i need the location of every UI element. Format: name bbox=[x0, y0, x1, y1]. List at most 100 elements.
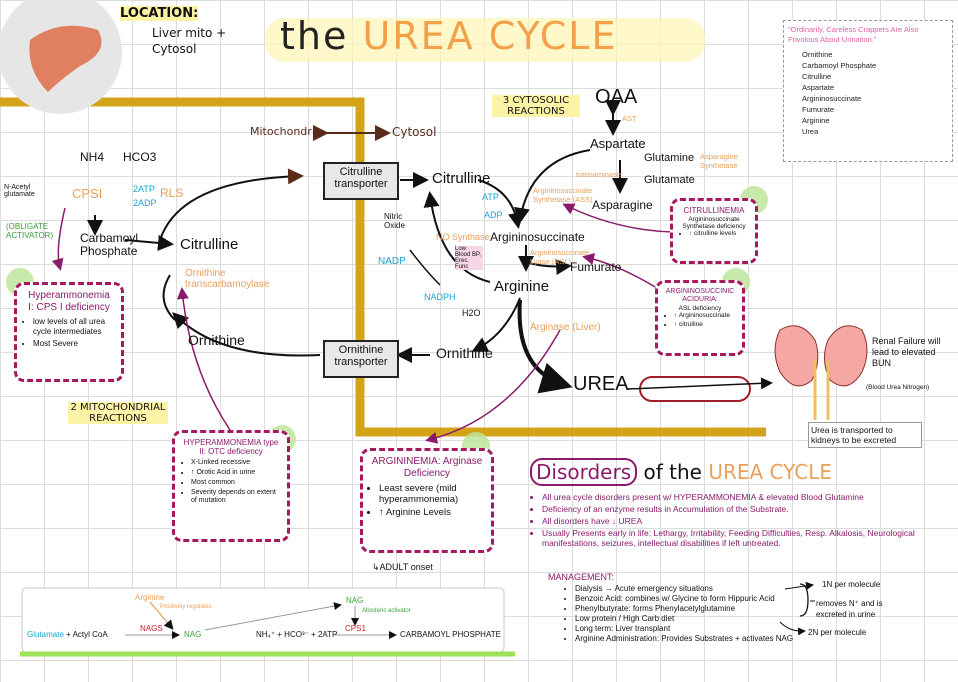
bottom-nag-top: NAG bbox=[346, 596, 364, 605]
mnemonic-item: Carbamoyl Phosphate bbox=[802, 61, 877, 70]
kidney-right bbox=[824, 325, 868, 387]
nh4-label: NH4 bbox=[80, 150, 105, 164]
title-prefix: the bbox=[280, 14, 349, 58]
list-item: All disorders have ↓ UREA bbox=[542, 516, 958, 526]
otc-deficiency-title: HYPERAMMONEMIA type II: OTC deficiency bbox=[183, 438, 279, 456]
nadph-label: NADPH bbox=[424, 292, 456, 302]
bottom-glutamate-group: Glutamate + Actyl CoA bbox=[27, 630, 108, 639]
urea: UREA bbox=[573, 373, 629, 395]
no-synthase: NO Synthase bbox=[436, 232, 490, 242]
bottom-pos-reg: Positively regulates bbox=[160, 604, 212, 610]
nos-note: Low Blood BP, Erec. Func bbox=[455, 246, 483, 270]
mnemonic-item: Aspartate bbox=[802, 83, 835, 92]
bottom-cps1: CPS1 bbox=[345, 624, 366, 633]
list-item: Severity depends on extent of mutation bbox=[191, 489, 280, 505]
list-item: Least severe (mild hyperammonemia) bbox=[379, 483, 484, 505]
urea-vessel bbox=[639, 376, 751, 402]
atp2-label: 2ATP bbox=[133, 184, 155, 194]
asa-box: ARGININOSUCCINIC ACIDURIA: ASL deficienc… bbox=[655, 280, 745, 356]
asa-subtitle: ASL deficiency bbox=[678, 305, 722, 312]
list-item: Most Severe bbox=[33, 339, 114, 349]
management-label: MANAGEMENT: bbox=[548, 572, 615, 582]
location-line1: Liver mito + bbox=[152, 26, 227, 40]
list-item: All urea cycle disorders present w/ HYPE… bbox=[542, 492, 958, 502]
list-item: Benzoic Acid: combines w/ Glycine to for… bbox=[575, 594, 805, 604]
argininemia-title: ARGININEMIA: Arginase Deficiency bbox=[371, 456, 483, 479]
mnemonic-box: "Ordinarily, Careless Crappers Are Also … bbox=[783, 20, 953, 162]
h2o-label: H2O bbox=[462, 308, 481, 318]
ass-enzyme: Argininosuccinate Synthetase (ASS) bbox=[533, 186, 593, 204]
obligate-activator: (OBLIGATE ACTIVATOR) bbox=[6, 222, 54, 240]
oaa: OAA bbox=[595, 86, 638, 108]
mnemonic-item: Arginine bbox=[802, 116, 830, 125]
nitric-oxide: Nitric Oxide bbox=[384, 212, 405, 230]
disorders-title: Disorders of the UREA CYCLE bbox=[530, 458, 832, 486]
list-item: low levels of all urea cycle intermediat… bbox=[33, 317, 114, 337]
citrullinemia-list: ↑ citrulline levels bbox=[680, 230, 748, 237]
atp-label: ATP bbox=[482, 192, 499, 202]
nadp-label: NADP bbox=[378, 256, 406, 267]
mitochondria-label: Mitochondria bbox=[250, 125, 322, 138]
list-item: X-Linked recessive bbox=[191, 459, 280, 467]
list-item: ↑ citrulline levels bbox=[689, 230, 748, 237]
argininosuccinate: Argininosuccinate bbox=[490, 230, 585, 244]
title-highlight bbox=[265, 18, 705, 62]
mnemonic-item: Ornithine bbox=[802, 50, 833, 59]
list-item: Most common bbox=[191, 479, 280, 487]
mnemonic-item: Argininosuccinate bbox=[802, 94, 862, 103]
cps-deficiency-list: low levels of all urea cycle intermediat… bbox=[24, 317, 114, 349]
adult-onset-text: ADULT onset bbox=[379, 562, 433, 572]
bottom-glutamate: Glutamate bbox=[27, 630, 64, 639]
liver-icon bbox=[29, 25, 102, 92]
disorders-of: of the bbox=[643, 460, 702, 484]
arginase-enzyme: Arginase (Liver) bbox=[530, 322, 601, 333]
cytosol-label: Cytosol bbox=[392, 125, 437, 139]
otc-deficiency-box: HYPERAMMONEMIA type II: OTC deficiency X… bbox=[172, 430, 290, 542]
ornithine-transporter: Ornithine transporter bbox=[323, 340, 399, 378]
citrulline-transporter: Citrulline transporter bbox=[323, 162, 399, 200]
list-item: ↑ Argininosuccinate bbox=[674, 312, 735, 319]
bottom-allosteric: Allosteric activator bbox=[362, 608, 411, 614]
list-item: Usually Presents early in life: Lethargy… bbox=[542, 528, 958, 548]
glutamate: Glutamate bbox=[644, 174, 695, 186]
list-item: ↑ Arginine Levels bbox=[379, 507, 484, 518]
kidney-left bbox=[774, 325, 819, 387]
citrulline-mito: Citrulline bbox=[180, 236, 239, 253]
mitochondrial-reactions-label: 2 MITOCHONDRIAL REACTIONS bbox=[68, 402, 168, 424]
cps1-enzyme: CPSI bbox=[72, 186, 103, 201]
mito-membrane bbox=[0, 97, 766, 437]
ornithine-cyto: Ornithine bbox=[436, 345, 493, 361]
management-list: Dialysis → Acute emergency situationsBen… bbox=[565, 584, 805, 644]
carbamoyl-phosphate: Carbamoyl Phosphate bbox=[80, 231, 139, 258]
note-removes: removes N⁺ and is excreted in urine bbox=[816, 599, 883, 619]
renal-failure-note: Renal Failure will lead to elevated BUN bbox=[872, 336, 941, 368]
disorders-list: All urea cycle disorders present w/ HYPE… bbox=[530, 492, 958, 550]
bottom-acetyl: + Actyl CoA bbox=[66, 630, 108, 639]
list-item: Low protein / High Carb diet bbox=[575, 614, 805, 624]
cytosolic-reactions-label: 3 CYTOSOLIC REACTIONS bbox=[492, 95, 580, 117]
asa-list: ↑ Argininosuccinate↑ citrulline bbox=[665, 312, 735, 328]
list-item: Deficiency of an enzyme results in Accum… bbox=[542, 504, 958, 514]
list-item: Arginine Administration: Provides Substr… bbox=[575, 634, 805, 644]
adp-label: ADP bbox=[484, 210, 503, 220]
aspartate: Aspartate bbox=[590, 136, 646, 151]
nag-label: N-Acetyl glutamate bbox=[4, 184, 35, 198]
argininemia-list: Least severe (mild hyperammonemia) ↑ Argi… bbox=[370, 483, 484, 518]
argininemia-box: ARGININEMIA: Arginase Deficiency Least s… bbox=[360, 448, 494, 553]
adult-onset: ↳ADULT onset bbox=[372, 562, 433, 572]
bottom-arginine: Arginine bbox=[135, 593, 165, 602]
arginine: Arginine bbox=[494, 278, 550, 295]
citrullinemia-subtitle: Argininosuccinate Synthetase deficiency bbox=[682, 216, 746, 230]
bottom-nag: NAG bbox=[184, 630, 202, 639]
otc-deficiency-list: X-Linked recessive ↑ Orotic Acid in urine… bbox=[182, 459, 280, 505]
asparagine: Asparagine bbox=[592, 198, 653, 212]
citrullinemia-box: CITRULLINEMIA Argininosuccinate Syntheta… bbox=[670, 198, 758, 264]
mnemonic-item: Urea bbox=[802, 127, 819, 136]
citrulline-cyto: Citrulline bbox=[432, 170, 491, 187]
cps-deficiency-box: Hyperammonemia I: CPS I deficiency low l… bbox=[14, 282, 124, 382]
location-label: LOCATION: bbox=[120, 6, 199, 21]
location-line2: Cytosol bbox=[152, 42, 197, 56]
list-item: ↑ Orotic Acid in urine bbox=[191, 469, 280, 477]
page-title: the UREA CYCLE bbox=[280, 14, 617, 58]
